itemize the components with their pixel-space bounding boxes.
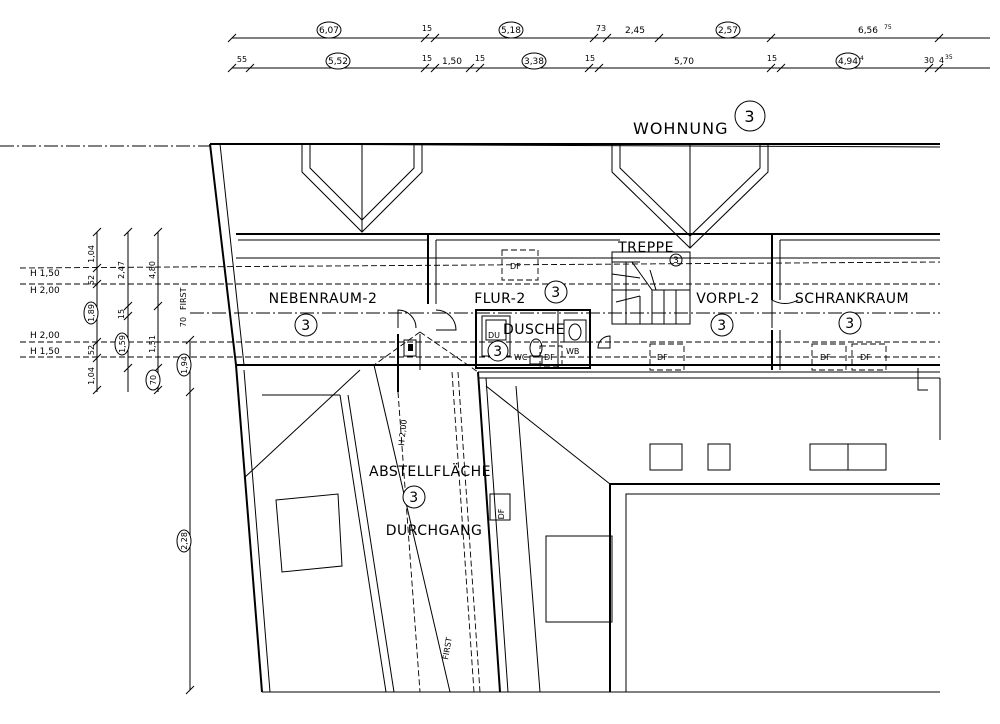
df-label-3: DF — [820, 353, 831, 362]
dim-left-11: 70 — [179, 317, 188, 327]
dim-top-4: 73 — [596, 24, 606, 33]
first-label: FIRST — [179, 287, 188, 310]
dim-top-8: 75 — [884, 24, 892, 31]
fixture-wb: WB — [566, 347, 579, 356]
apartment-title: WOHNUNG — [633, 119, 729, 138]
dim-row2-8: 5,70 — [674, 57, 694, 67]
room-vorpl-label: VORPL-2 — [696, 291, 760, 307]
fixture-wc: WC — [514, 353, 528, 362]
dim-row2-10: 4,94 — [838, 57, 858, 67]
dim-row2-3: 15 — [422, 54, 432, 63]
height-label-3: H 2,00 — [30, 331, 60, 341]
dim-row2-12: 30 — [924, 56, 934, 65]
dim-left-13: 1,94 — [180, 356, 189, 374]
h-200-label: H 2,00 — [397, 419, 409, 446]
room-abstell-sublabel: DURCHGANG — [386, 523, 483, 539]
dim-left-6: 2,47 — [117, 261, 126, 279]
dim-row2-7: 15 — [585, 54, 595, 63]
height-label-4: H 1,50 — [30, 347, 60, 357]
room-dusche-label: DUSCHE — [503, 322, 565, 338]
height-label-2: H 2,00 — [30, 286, 60, 296]
dim-left-3: 1,89 — [87, 304, 96, 322]
dim-left-10: 1,51 — [148, 335, 157, 353]
room-nebenraum: NEBENRAUM-2 3 — [269, 291, 378, 337]
room-dusche-number: 3 — [493, 344, 502, 360]
df-label-2: DF — [657, 353, 668, 362]
building-walls — [209, 143, 941, 392]
lower-roof — [235, 364, 941, 693]
apartment-number: 3 — [744, 107, 755, 126]
dim-top-7: 6,56 — [858, 26, 878, 36]
df-label-4: DF — [860, 353, 871, 362]
room-flur-number: 3 — [551, 285, 560, 301]
dimension-chains-top: 6,07 15 5,18 73 2,45 2,57 6,56 75 55 5,5… — [227, 21, 990, 73]
staircase — [611, 251, 691, 325]
dimension-chains-left — [92, 227, 195, 695]
dim-row2-11: 4 — [860, 55, 864, 62]
df-label-6: DF — [497, 508, 506, 519]
dim-left-9: 4,80 — [148, 261, 157, 279]
first-label-lower: FIRST — [441, 637, 454, 661]
room-abstell: ABSTELLFLÄCHE 3 DURCHGANG — [369, 462, 491, 539]
df-label-1: DF — [510, 262, 521, 271]
dim-row2-5: 15 — [475, 54, 485, 63]
dim-top-6: 2,57 — [718, 26, 738, 36]
dim-top-1: 6,07 — [319, 26, 339, 36]
df-label-5: DF — [544, 353, 555, 362]
dim-top-2: 15 — [422, 24, 432, 33]
room-treppe: TREPPE 3 — [617, 240, 679, 266]
dim-row2-9: 15 — [767, 54, 777, 63]
dim-left-12: 70 — [149, 375, 158, 385]
doors — [397, 299, 799, 349]
room-schrankraum-label: SCHRANKRAUM — [795, 291, 909, 307]
dim-left-7: 15 — [117, 309, 126, 319]
dim-left-5: 1,04 — [87, 367, 96, 385]
fixture-du: DU — [488, 331, 500, 340]
room-schrankraum-number: 3 — [845, 316, 854, 332]
dim-left-1: 1,04 — [87, 245, 96, 263]
room-abstell-label: ABSTELLFLÄCHE — [369, 462, 491, 480]
dim-row2-4: 1,50 — [442, 57, 462, 67]
room-vorpl-number: 3 — [717, 318, 726, 334]
dim-left-8: 1,59 — [118, 335, 127, 353]
room-flur-label: FLUR-2 — [474, 291, 526, 307]
room-treppe-number: 3 — [673, 256, 679, 266]
apartment-number-circle — [734, 100, 766, 132]
dim-row2-6: 3,38 — [524, 57, 544, 67]
dim-row2-1: 55 — [237, 55, 247, 64]
passage-dashes — [373, 331, 481, 693]
dim-row2-14: 35 — [945, 54, 953, 61]
room-dusche: DUSCHE 3 — [487, 322, 565, 362]
dim-row2-2: 5,52 — [328, 57, 348, 67]
dim-top-3: 5,18 — [501, 26, 521, 36]
dim-row2-13: 4 — [939, 56, 944, 65]
height-label-1: H 1,50 — [30, 269, 60, 279]
roof-windows — [489, 249, 887, 521]
dim-left-14: 2,28 — [180, 532, 189, 550]
room-treppe-label: TREPPE — [617, 240, 674, 256]
room-nebenraum-number: 3 — [301, 318, 310, 334]
dim-top-5: 2,45 — [625, 26, 645, 36]
height-lines — [19, 261, 941, 358]
dim-left-2: 52 — [87, 275, 96, 285]
dim-left-4: 52 — [87, 345, 96, 355]
room-abstell-number: 3 — [409, 490, 418, 506]
room-schrankraum: SCHRANKRAUM 3 — [795, 291, 909, 335]
room-nebenraum-label: NEBENRAUM-2 — [269, 291, 378, 307]
room-flur: FLUR-2 3 — [474, 280, 568, 307]
room-vorpl: VORPL-2 3 — [696, 291, 760, 337]
